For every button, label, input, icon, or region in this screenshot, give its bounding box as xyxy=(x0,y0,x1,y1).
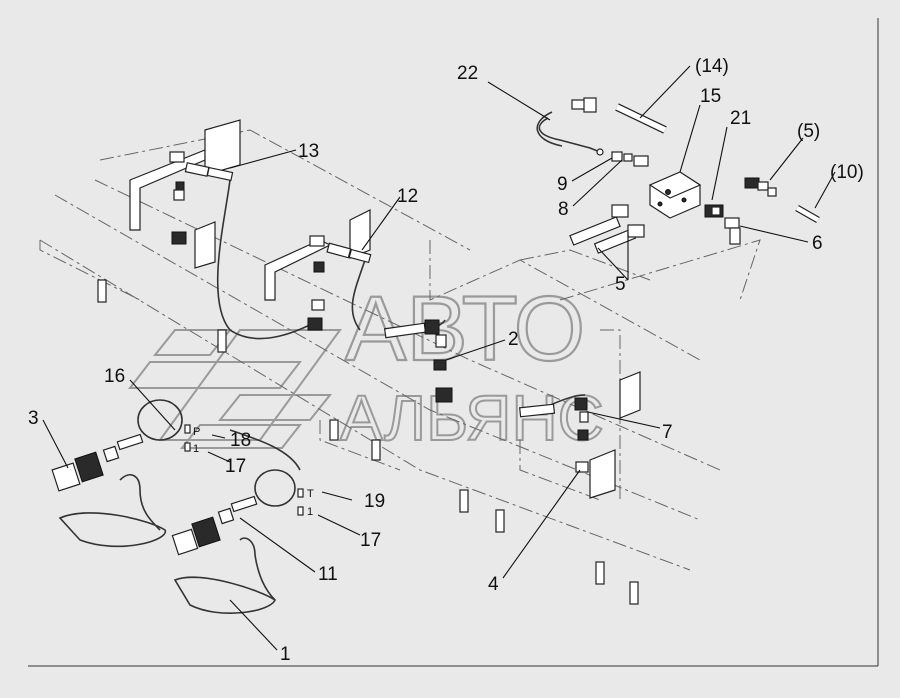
tag-one-a: 1 xyxy=(193,443,199,455)
callout-5-paren: (5) xyxy=(797,121,820,142)
callout-21: 21 xyxy=(730,108,751,129)
callout-8: 8 xyxy=(558,199,569,220)
pipe-22 xyxy=(536,97,604,156)
callout-15: 15 xyxy=(700,86,721,107)
tag-t: T xyxy=(307,488,314,500)
callout-10: (10) xyxy=(830,162,864,183)
callout-14: (14) xyxy=(695,56,729,77)
callout-3: 3 xyxy=(28,408,39,429)
fittings-8-9 xyxy=(611,151,649,167)
callout-18: 18 xyxy=(230,430,251,451)
callout-13: 13 xyxy=(298,141,319,162)
mounting-brackets xyxy=(97,119,641,605)
dust-caps xyxy=(58,474,276,614)
coupling-3 xyxy=(51,433,144,492)
tag-one-b: 1 xyxy=(307,506,313,518)
callout-2: 2 xyxy=(508,329,519,350)
fittings-2 xyxy=(383,319,453,403)
hydraulic-block-15 xyxy=(648,171,702,219)
watermark-line2: АЛЬЯНС xyxy=(340,382,604,454)
pipe-14 xyxy=(615,103,667,134)
watermark-logo: АВТО АЛЬЯНС xyxy=(127,277,605,455)
leader-lines xyxy=(42,65,836,651)
callout-17-b: 17 xyxy=(360,530,381,551)
callout-4: 4 xyxy=(488,574,499,595)
fittings-12 xyxy=(307,235,372,331)
fittings-5-10-right xyxy=(744,177,820,224)
fittings-13 xyxy=(169,151,234,245)
tag-p: P xyxy=(193,426,200,438)
clips-16 xyxy=(137,399,296,507)
callout-5: 5 xyxy=(615,274,626,295)
tag-labels: P 1 T 1 xyxy=(184,424,314,518)
callout-labels: 22 (14) 15 21 (5) (10) 6 9 8 5 13 12 2 7… xyxy=(28,56,864,665)
fittings-5 xyxy=(569,204,645,254)
fitting-21 xyxy=(704,204,724,218)
callout-9: 9 xyxy=(557,174,568,195)
callout-12: 12 xyxy=(397,186,418,207)
chassis-outline xyxy=(39,129,761,571)
callout-6: 6 xyxy=(812,233,823,254)
callout-17-a: 17 xyxy=(225,456,246,477)
callout-19: 19 xyxy=(364,491,385,512)
coupling-11 xyxy=(171,495,258,556)
watermark-line1: АВТО xyxy=(345,278,585,380)
callout-16: 16 xyxy=(104,366,125,387)
callout-1: 1 xyxy=(280,644,291,665)
callout-11: 11 xyxy=(318,564,338,585)
callout-7: 7 xyxy=(662,422,673,443)
callout-22: 22 xyxy=(457,63,478,84)
fittings-4-7 xyxy=(519,397,589,473)
elbow-6 xyxy=(724,217,741,245)
